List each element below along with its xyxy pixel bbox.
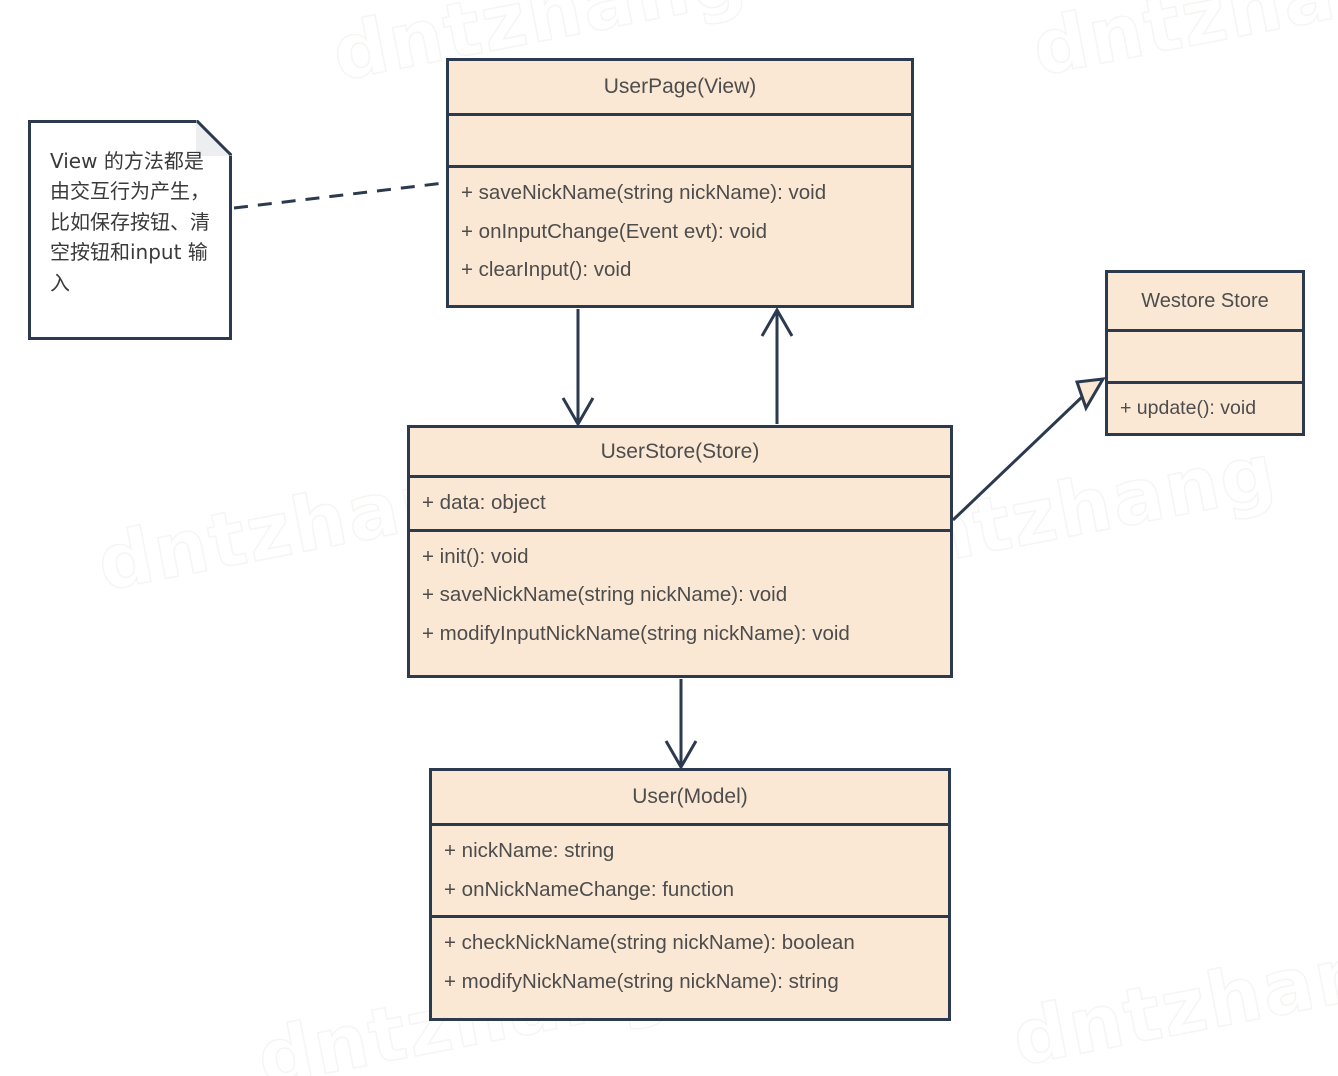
class-methods-westore: + update(): void: [1108, 381, 1302, 434]
class-attributes-westore: [1108, 329, 1302, 381]
edge-note-to-userpage: [233, 181, 445, 210]
class-method-row: + modifyNickName(string nickName): strin…: [444, 969, 839, 993]
watermark-text: dntzhang: [1005, 915, 1338, 1076]
note-body: [28, 120, 232, 340]
class-attribute-row: + data: object: [422, 491, 546, 514]
class-attributes-userstore: + data: object: [410, 475, 950, 529]
class-method-row: + modifyInputNickName(string nickName): …: [422, 621, 850, 645]
class-methods-usermodel: + checkNickName(string nickName): boolea…: [432, 915, 948, 1007]
class-box-userpage[interactable]: UserPage(View) + saveNickName(string nic…: [446, 58, 914, 308]
note-text: View 的方法都是由交互行为产生，比如保存按钮、清空按钮和input 输入: [50, 149, 210, 295]
edge-userstore-to-userpage: [760, 306, 794, 424]
class-attributes-usermodel: + nickName: string + onNickNameChange: f…: [432, 823, 948, 915]
class-method-row: + update(): void: [1120, 397, 1257, 419]
class-title-westore: Westore Store: [1141, 289, 1269, 312]
class-attribute-row: + nickName: string: [444, 839, 615, 862]
class-methods-userpage: + saveNickName(string nickName): void + …: [449, 165, 911, 296]
watermark-text: dntzhang: [1025, 0, 1338, 94]
note-annotation: View 的方法都是由交互行为产生，比如保存按钮、清空按钮和input 输入: [28, 119, 233, 340]
class-box-westore[interactable]: Westore Store + update(): void: [1105, 270, 1305, 436]
class-methods-userstore: + init(): void + saveNickName(string nic…: [410, 528, 950, 660]
class-title-usermodel: User(Model): [632, 785, 748, 808]
class-method-row: + saveNickName(string nickName): void: [422, 583, 788, 606]
edge-userpage-to-userstore: [561, 309, 595, 428]
class-method-row: + init(): void: [422, 544, 529, 568]
class-title-userstore: UserStore(Store): [600, 439, 760, 463]
class-method-row: + onInputChange(Event evt): void: [461, 219, 767, 243]
edge-userstore-to-westore: [951, 377, 1106, 522]
class-title-userpage: UserPage(View): [603, 75, 757, 98]
class-method-row: + saveNickName(string nickName): void: [461, 181, 827, 204]
class-attributes-userpage: [449, 113, 911, 165]
class-attribute-row: + onNickNameChange: function: [444, 877, 735, 901]
class-method-row: + checkNickName(string nickName): boolea…: [444, 931, 855, 954]
class-box-userstore[interactable]: UserStore(Store) + data: object + init()…: [407, 425, 953, 678]
class-method-row: + clearInput(): void: [461, 258, 632, 281]
edge-userstore-to-usermodel: [664, 679, 698, 771]
class-box-usermodel[interactable]: User(Model) + nickName: string + onNickN…: [429, 768, 951, 1021]
